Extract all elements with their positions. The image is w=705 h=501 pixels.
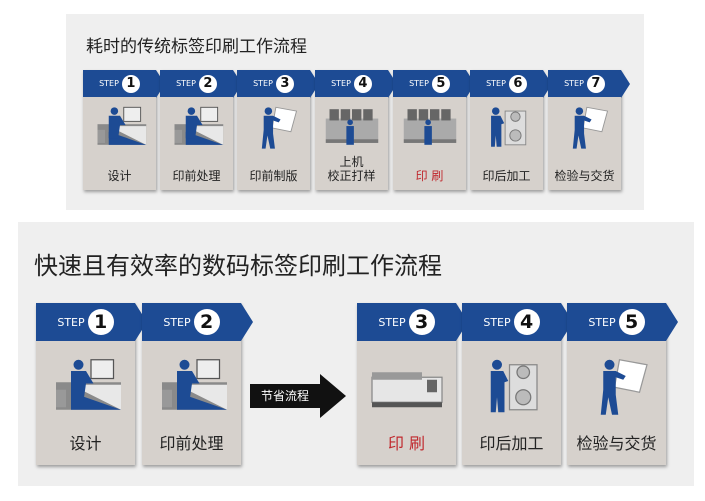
skip-steps-arrow: 节省流程	[250, 374, 350, 418]
step-number: 1	[121, 74, 140, 93]
step-label: 印前处理	[172, 169, 221, 184]
step-number: 6	[508, 74, 527, 93]
worker-holding-plate-icon	[572, 106, 608, 149]
step-text: STEP	[564, 79, 584, 88]
step-label: 设计	[107, 169, 132, 184]
step-number: 3	[275, 74, 294, 93]
step-text: STEP	[409, 79, 429, 88]
step-text: STEP	[588, 315, 616, 329]
step-number: 5	[431, 74, 450, 93]
step-text: STEP	[176, 79, 196, 88]
step-text: STEP	[378, 315, 406, 329]
step-label: 印后加工	[482, 169, 531, 184]
step-number: 5	[618, 309, 645, 335]
step-text: STEP	[483, 315, 511, 329]
step-text: STEP	[486, 79, 506, 88]
step-number: 1	[87, 309, 114, 335]
step-text: STEP	[57, 315, 85, 329]
step-label: 印前制版	[249, 169, 298, 184]
designer-at-computer-icon	[174, 106, 223, 145]
arrow-label: 节省流程	[250, 384, 320, 408]
step-text: STEP	[163, 315, 191, 329]
worker-holding-plate-icon	[261, 106, 297, 149]
step-text: STEP	[331, 79, 351, 88]
designer-at-computer-icon	[161, 359, 227, 410]
step-number: 2	[198, 74, 217, 93]
finishing-machine-icon	[490, 107, 526, 147]
step-number: 2	[193, 309, 220, 335]
printing-press-icon	[403, 109, 456, 145]
step-label: 印 刷	[415, 169, 444, 184]
step-label: 印后加工	[479, 433, 544, 453]
step-text: STEP	[99, 79, 119, 88]
step-label: 设计	[69, 433, 102, 453]
step-label: 检验与交货	[554, 169, 615, 184]
designer-at-computer-icon	[55, 359, 121, 410]
printing-press-icon	[325, 109, 378, 145]
arrow-head-icon	[320, 374, 346, 418]
step-label: 印 刷	[387, 433, 426, 453]
step-text: STEP	[253, 79, 273, 88]
step-number: 4	[513, 309, 540, 335]
digital-title: 快速且有效率的数码标签印刷工作流程	[34, 252, 442, 280]
step-number: 7	[586, 74, 605, 93]
step-number: 3	[408, 309, 435, 335]
step-label: 印前处理	[159, 433, 224, 453]
digital-press-icon	[370, 372, 443, 408]
traditional-title: 耗时的传统标签印刷工作流程	[86, 37, 307, 57]
step-label: 上机 校正打样	[327, 155, 376, 184]
finishing-machine-icon	[490, 359, 538, 413]
designer-at-computer-icon	[97, 106, 146, 145]
step-label: 检验与交货	[576, 433, 657, 453]
step-number: 4	[353, 74, 372, 93]
worker-holding-plate-icon	[600, 359, 648, 415]
